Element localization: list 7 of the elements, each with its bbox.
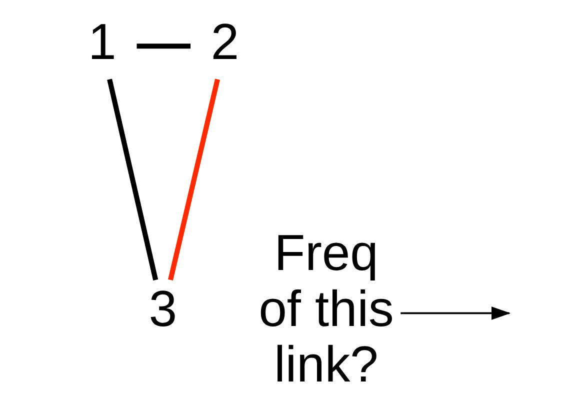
connector xyxy=(136,44,190,49)
node-text: 1 xyxy=(88,12,116,70)
connector xyxy=(168,78,220,280)
node-text: 2 xyxy=(210,12,239,70)
node-text: Freq of this link? xyxy=(258,224,394,393)
connector xyxy=(106,78,158,280)
node-text: 3 xyxy=(148,280,177,337)
